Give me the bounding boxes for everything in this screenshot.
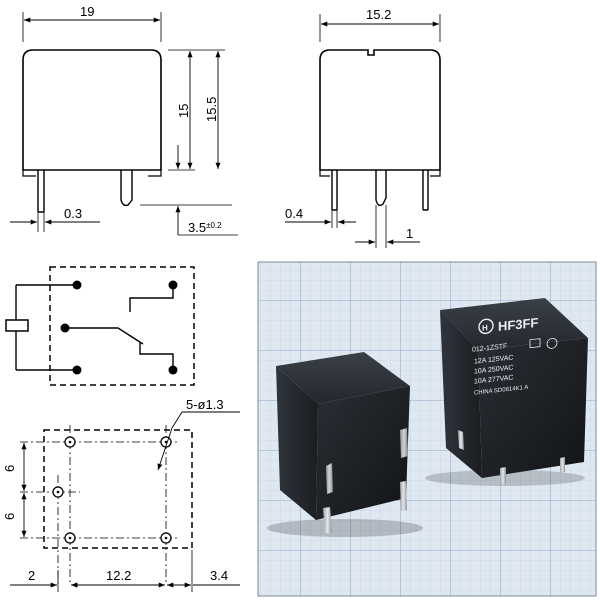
svg-text:H: H xyxy=(482,323,488,333)
side-view-body xyxy=(22,49,162,171)
end-view-body xyxy=(319,49,441,171)
side-view-drawing xyxy=(10,12,238,236)
dim-bottom-left: 2 xyxy=(28,568,35,583)
dim-end-pin-width: 1 xyxy=(406,226,413,241)
relay-photo: H HF3FF 012-1ZSTF 12A 125VAC 10A 250VAC … xyxy=(257,261,597,597)
dim-bottom-right: 3.4 xyxy=(210,568,228,583)
dim-side-pin-thickness: 0.3 xyxy=(64,206,82,221)
contact-arm xyxy=(65,327,144,345)
footprint-outline xyxy=(43,429,193,549)
end-view-pin-mid xyxy=(375,170,387,207)
photo-relay-front xyxy=(267,352,423,537)
hole-spec-label: 5-ø1.3 xyxy=(186,397,224,412)
dim-side-pin-length-value: 3.5 xyxy=(188,220,206,235)
dim-side-height-outer: 15.5 xyxy=(204,97,219,122)
dim-pitch-vertical-2: 6 xyxy=(2,513,17,520)
marking-rating-1: 12A 125VAC xyxy=(474,354,513,365)
marking-part-number: 012-1ZSTF xyxy=(472,343,507,354)
marking-origin: CHINA SD0614K1 A xyxy=(474,385,528,397)
side-view-base xyxy=(22,170,162,177)
contact-nc xyxy=(129,285,174,312)
relay-marking: H HF3FF 012-1ZSTF 12A 125VAC 10A 250VAC … xyxy=(472,315,558,397)
relay-schematic xyxy=(5,266,195,386)
pcb-footprint xyxy=(10,411,240,592)
schematic-outline xyxy=(49,266,195,386)
side-view-pin-left xyxy=(37,170,45,213)
coil-symbol xyxy=(5,319,29,332)
dim-bottom-mid: 12.2 xyxy=(106,568,131,583)
end-view-pin-right xyxy=(422,170,429,211)
marking-rating-2: 10A 250VAC xyxy=(474,364,513,375)
dim-side-width: 19 xyxy=(80,4,94,19)
marking-rating-3: 10A 277VAC xyxy=(474,374,513,385)
terminal-coil-1 xyxy=(72,280,82,290)
dim-end-pin-thickness: 0.4 xyxy=(285,206,303,221)
terminal-coil-2 xyxy=(72,365,82,375)
dim-side-pin-length: 3.5±0.2 xyxy=(188,220,222,235)
dim-side-height-inner: 15 xyxy=(176,104,191,118)
side-view-pin-mid xyxy=(120,170,133,207)
dim-end-width: 15.2 xyxy=(366,7,391,22)
end-view-pin-left xyxy=(331,170,338,211)
dim-side-pin-length-tol: ±0.2 xyxy=(206,221,222,230)
marking-model: HF3FF xyxy=(498,315,538,334)
dim-pitch-vertical-1: 6 xyxy=(2,465,17,472)
contact-no xyxy=(139,342,174,370)
end-view-drawing xyxy=(285,14,441,248)
photo-relay-back xyxy=(425,298,588,486)
